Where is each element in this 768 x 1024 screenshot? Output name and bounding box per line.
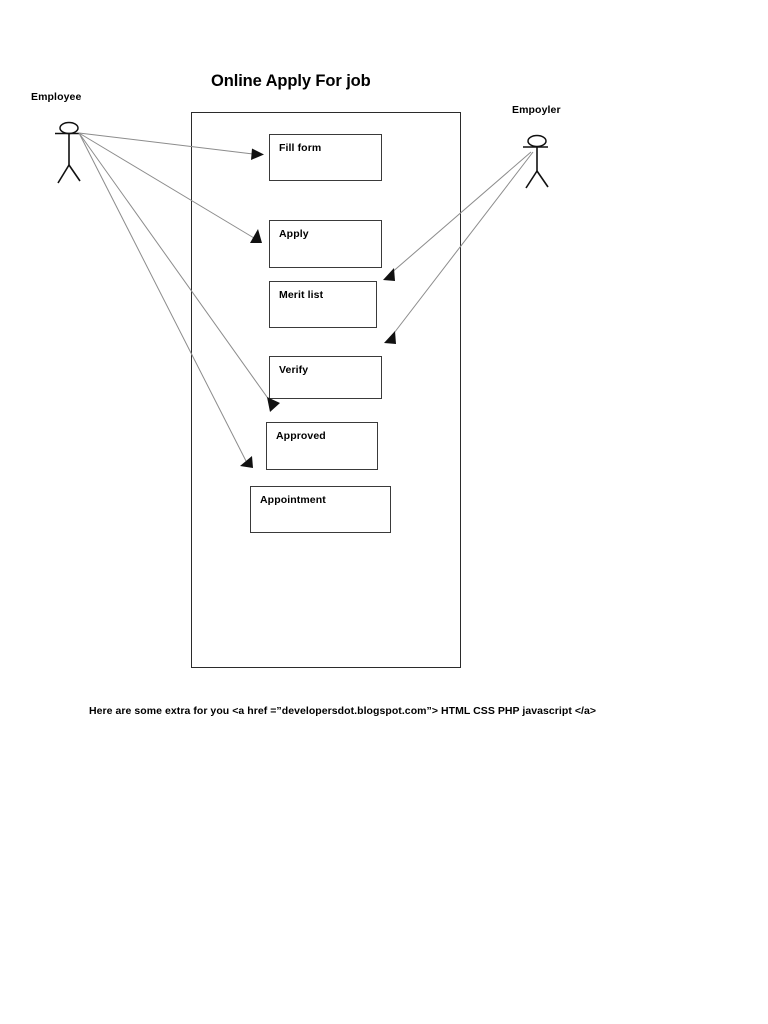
usecase-merit-list[interactable]: Merit list: [269, 281, 377, 328]
usecase-approved[interactable]: Approved: [266, 422, 378, 470]
usecase-label: Merit list: [279, 289, 324, 301]
usecase-label: Fill form: [279, 142, 322, 154]
actor-employee[interactable]: [50, 120, 106, 190]
actor-empoyler-figure: [523, 134, 549, 189]
usecase-label: Approved: [276, 430, 326, 442]
usecase-appointment[interactable]: Appointment: [250, 486, 391, 533]
footer-note: Here are some extra for you <a href =”de…: [89, 705, 597, 717]
actor-label-employee: Employee: [31, 91, 82, 103]
actor-employee-figure: [55, 121, 81, 184]
actor-empoyler[interactable]: [514, 133, 570, 203]
usecase-apply[interactable]: Apply: [269, 220, 382, 268]
usecase-label: Verify: [279, 364, 309, 376]
usecase-verify[interactable]: Verify: [269, 356, 382, 399]
actor-label-empoyler: Empoyler: [512, 104, 561, 116]
usecase-fill-form[interactable]: Fill form: [269, 134, 382, 181]
usecase-label: Appointment: [260, 494, 326, 506]
usecase-label: Apply: [279, 228, 309, 240]
diagram-title: Online Apply For job: [211, 72, 371, 90]
